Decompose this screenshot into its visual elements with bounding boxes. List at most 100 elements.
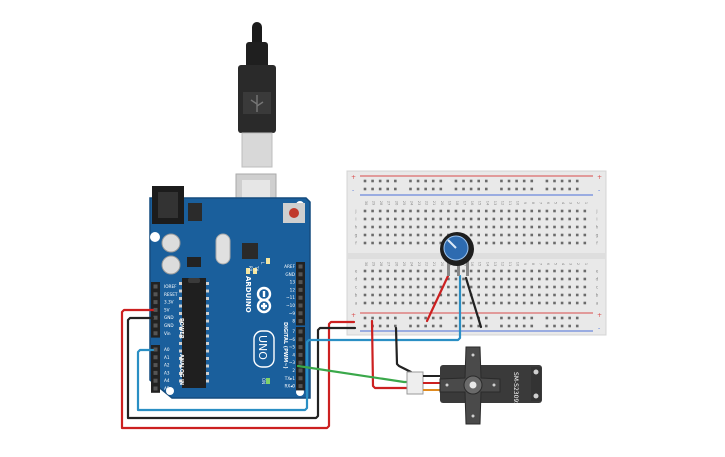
- breadboard-hole[interactable]: [560, 179, 564, 183]
- breadboard-hole[interactable]: [363, 233, 367, 237]
- breadboard-hole[interactable]: [538, 217, 541, 221]
- breadboard-hole[interactable]: [515, 285, 518, 289]
- breadboard-hole[interactable]: [507, 209, 511, 213]
- breadboard-hole[interactable]: [538, 233, 541, 237]
- breadboard-hole[interactable]: [484, 293, 488, 297]
- breadboard-hole[interactable]: [409, 285, 412, 289]
- breadboard-hole[interactable]: [462, 293, 465, 297]
- breadboard-hole[interactable]: [401, 269, 405, 273]
- breadboard-hole[interactable]: [386, 241, 390, 245]
- breadboard-hole[interactable]: [484, 269, 488, 273]
- breadboard-hole[interactable]: [401, 285, 405, 289]
- breadboard-hole[interactable]: [416, 316, 420, 320]
- breadboard-hole[interactable]: [439, 217, 443, 221]
- breadboard-hole[interactable]: [568, 269, 571, 273]
- breadboard-hole[interactable]: [371, 209, 374, 213]
- breadboard-hole[interactable]: [507, 316, 511, 320]
- breadboard-hole[interactable]: [568, 316, 571, 320]
- breadboard-hole[interactable]: [416, 217, 420, 221]
- breadboard-hole[interactable]: [371, 285, 374, 289]
- breadboard-hole[interactable]: [363, 179, 367, 183]
- breadboard-hole[interactable]: [416, 241, 420, 245]
- breadboard-hole[interactable]: [545, 179, 549, 183]
- breadboard-hole[interactable]: [515, 277, 518, 281]
- breadboard-hole[interactable]: [454, 324, 458, 328]
- header-pin[interactable]: [153, 307, 158, 312]
- breadboard-hole[interactable]: [545, 277, 549, 281]
- breadboard-hole[interactable]: [492, 225, 496, 229]
- breadboard-hole[interactable]: [378, 209, 382, 213]
- wire-red-servo-vcc[interactable]: [370, 319, 410, 390]
- breadboard-hole[interactable]: [447, 277, 450, 281]
- breadboard-hole[interactable]: [530, 241, 534, 245]
- breadboard-hole[interactable]: [386, 293, 390, 297]
- reset-button-cap[interactable]: [289, 208, 299, 218]
- breadboard-hole[interactable]: [462, 225, 465, 229]
- breadboard-hole[interactable]: [575, 285, 579, 289]
- breadboard-hole[interactable]: [462, 285, 465, 289]
- breadboard-hole[interactable]: [530, 187, 534, 191]
- breadboard-hole[interactable]: [492, 277, 496, 281]
- breadboard-hole[interactable]: [416, 225, 420, 229]
- breadboard-hole[interactable]: [560, 241, 564, 245]
- breadboard-hole[interactable]: [507, 225, 511, 229]
- breadboard-hole[interactable]: [401, 241, 405, 245]
- breadboard-hole[interactable]: [424, 301, 427, 305]
- breadboard-hole[interactable]: [439, 301, 443, 305]
- breadboard-hole[interactable]: [386, 316, 390, 320]
- breadboard-hole[interactable]: [522, 217, 526, 221]
- breadboard-hole[interactable]: [575, 324, 579, 328]
- breadboard-hole[interactable]: [401, 225, 405, 229]
- breadboard-hole[interactable]: [538, 241, 541, 245]
- breadboard-hole[interactable]: [522, 233, 526, 237]
- breadboard-hole[interactable]: [386, 217, 390, 221]
- header-pin[interactable]: [298, 345, 303, 350]
- breadboard-hole[interactable]: [416, 293, 420, 297]
- breadboard-hole[interactable]: [439, 269, 443, 273]
- breadboard-hole[interactable]: [371, 277, 374, 281]
- breadboard-hole[interactable]: [583, 217, 587, 221]
- header-pin[interactable]: [153, 300, 158, 305]
- breadboard-hole[interactable]: [575, 233, 579, 237]
- breadboard-hole[interactable]: [454, 316, 458, 320]
- breadboard-hole[interactable]: [568, 233, 571, 237]
- breadboard-hole[interactable]: [454, 285, 458, 289]
- breadboard-hole[interactable]: [424, 293, 427, 297]
- breadboard-hole[interactable]: [484, 217, 488, 221]
- breadboard-hole[interactable]: [363, 241, 367, 245]
- breadboard-hole[interactable]: [477, 233, 480, 237]
- breadboard-hole[interactable]: [484, 277, 488, 281]
- breadboard-hole[interactable]: [484, 285, 488, 289]
- breadboard-hole[interactable]: [507, 269, 511, 273]
- breadboard-hole[interactable]: [409, 293, 412, 297]
- breadboard-hole[interactable]: [507, 179, 511, 183]
- breadboard-hole[interactable]: [538, 277, 541, 281]
- breadboard-hole[interactable]: [378, 187, 382, 191]
- breadboard-hole[interactable]: [583, 209, 587, 213]
- breadboard-hole[interactable]: [401, 277, 405, 281]
- breadboard-hole[interactable]: [371, 241, 374, 245]
- wire-red-pot-vcc[interactable]: [425, 274, 450, 323]
- breadboard-hole[interactable]: [431, 324, 435, 328]
- breadboard-hole[interactable]: [560, 209, 564, 213]
- breadboard-hole[interactable]: [568, 187, 571, 191]
- breadboard-hole[interactable]: [575, 187, 579, 191]
- breadboard-hole[interactable]: [431, 225, 435, 229]
- breadboard-hole[interactable]: [515, 225, 518, 229]
- breadboard-hole[interactable]: [394, 285, 397, 289]
- breadboard-hole[interactable]: [553, 225, 556, 229]
- breadboard-hole[interactable]: [424, 233, 427, 237]
- breadboard-hole[interactable]: [363, 316, 367, 320]
- breadboard-hole[interactable]: [500, 293, 503, 297]
- header-pin[interactable]: [298, 311, 303, 316]
- breadboard-hole[interactable]: [492, 269, 496, 273]
- breadboard-hole[interactable]: [507, 233, 511, 237]
- breadboard-hole[interactable]: [484, 225, 488, 229]
- usb-b-cable[interactable]: [235, 22, 277, 221]
- breadboard-hole[interactable]: [386, 187, 390, 191]
- breadboard-hole[interactable]: [431, 277, 435, 281]
- breadboard-hole[interactable]: [492, 293, 496, 297]
- breadboard-hole[interactable]: [371, 187, 374, 191]
- breadboard-hole[interactable]: [515, 269, 518, 273]
- breadboard-hole[interactable]: [363, 324, 367, 328]
